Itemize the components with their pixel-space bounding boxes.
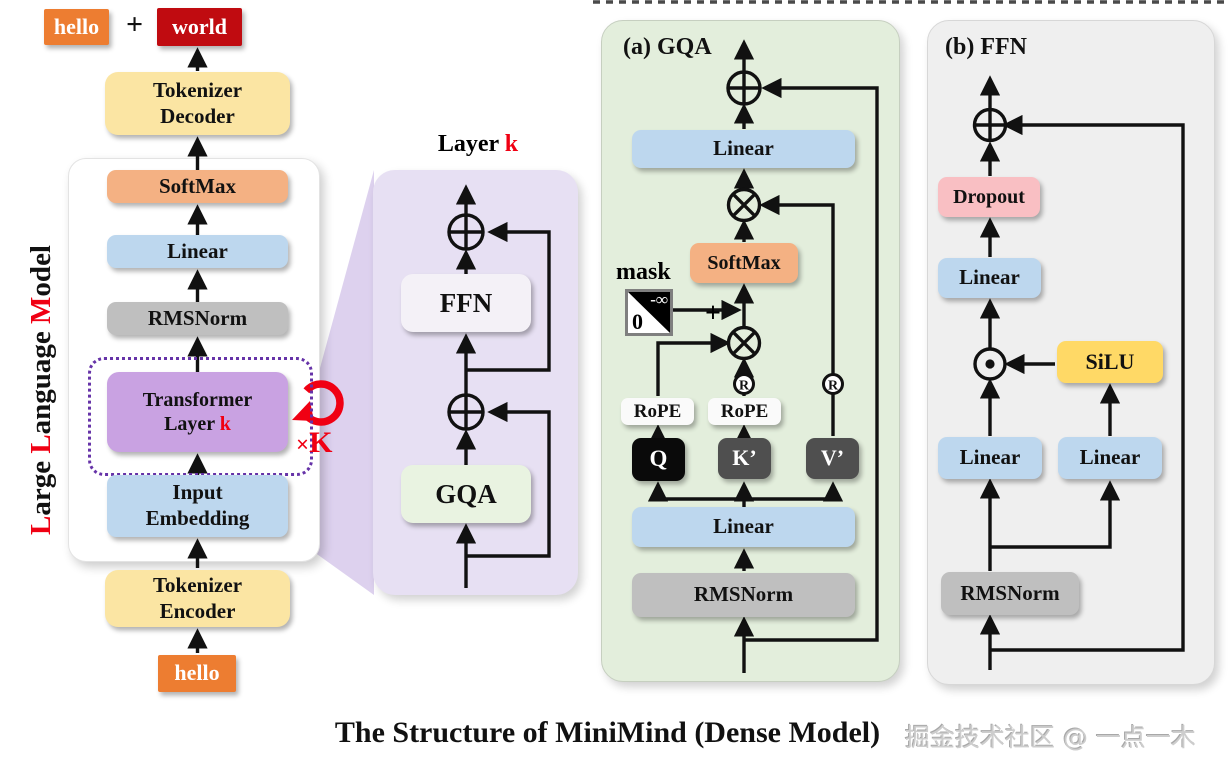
gqa-panel-title: (a) GQA: [623, 34, 712, 60]
mask-add-plus: +: [705, 298, 721, 329]
k-head-box: K’: [718, 438, 771, 479]
rope-q-box: RoPE: [621, 398, 694, 425]
linear-box: Linear: [107, 235, 288, 268]
diagram-title: The Structure of MiniMind (Dense Model): [334, 716, 881, 749]
plus-sign: +: [126, 8, 144, 41]
ffn-rmsnorm-box: RMSNorm: [941, 572, 1079, 615]
repeat-count-label: ×K: [296, 426, 333, 459]
large-language-model-label: Large Language Model: [25, 245, 57, 536]
gqa-linear-input-box: Linear: [632, 507, 855, 547]
rmsnorm-box: RMSNorm: [107, 302, 288, 335]
ffn-linear-up-box: Linear: [1058, 437, 1162, 479]
gqa-block: GQA: [401, 465, 531, 523]
mask-label: mask: [616, 259, 671, 285]
mask-icon: -∞ 0: [625, 289, 673, 336]
transformer-layer-box: Transformer Layer k: [107, 372, 288, 452]
ffn-linear-gate-box: Linear: [938, 437, 1042, 479]
ffn-linear-down-box: Linear: [938, 258, 1041, 298]
dropout-box: Dropout: [938, 177, 1040, 217]
silu-box: SiLU: [1057, 341, 1163, 383]
input-embedding-box: Input Embedding: [107, 475, 288, 537]
layer-k-title: Layer k: [437, 131, 519, 157]
output-token-hello: hello: [44, 9, 109, 45]
layer-k-panel: [373, 170, 578, 595]
output-token-world: world: [157, 8, 242, 46]
gqa-rmsnorm-box: RMSNorm: [632, 573, 855, 617]
tokenizer-decoder-box: Tokenizer Decoder: [105, 72, 290, 135]
q-head-box: Q: [632, 438, 685, 481]
gqa-softmax-box: SoftMax: [690, 243, 798, 283]
softmax-box: SoftMax: [107, 170, 288, 203]
watermark: 掘金技术社区 @ 一点一木: [905, 723, 1196, 752]
ffn-panel-title: (b) FFN: [945, 34, 1027, 60]
tokenizer-encoder-box: Tokenizer Encoder: [105, 570, 290, 627]
input-token-hello: hello: [158, 655, 236, 692]
gqa-linear-output-box: Linear: [632, 130, 855, 168]
v-head-box: V’: [806, 438, 859, 479]
ffn-block: FFN: [401, 274, 531, 332]
rope-k-box: RoPE: [708, 398, 781, 425]
